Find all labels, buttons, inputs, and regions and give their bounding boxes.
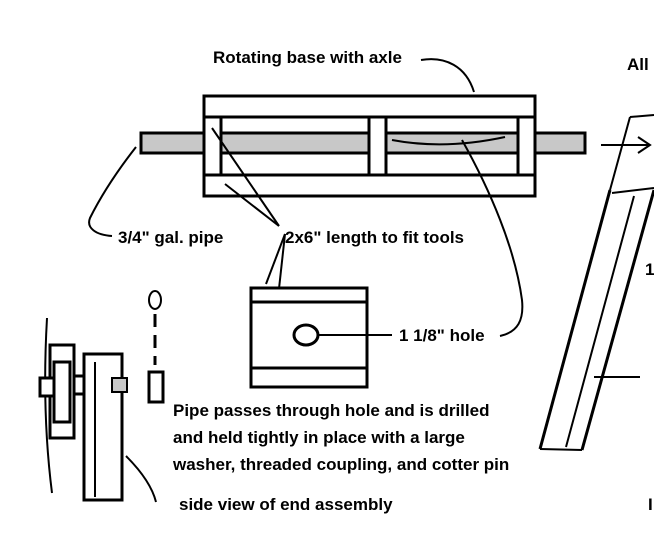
axle-assembly [139,94,587,198]
rotating-base-label: Rotating base with axle [213,48,402,67]
base-right-block [516,115,537,177]
side-view-caption: side view of end assembly [179,495,393,514]
hole-label: 1 1/8" hole [399,326,485,345]
pipe-curve-mark [391,136,506,146]
leader-long [461,139,524,337]
base-middle-block [367,115,388,177]
end-assembly-side-view [38,317,157,503]
pipe-label: 3/4" gal. pipe [118,228,224,247]
right-partial-assembly [538,114,654,451]
hole-circle [292,323,320,347]
leader-pipe [88,146,137,237]
note-line: Pipe passes through hole and is drilled [173,401,490,420]
base-top-board [202,94,537,119]
right-edge-label-1: 1 [645,260,654,279]
leader-rotating-base [420,58,475,93]
right-edge-label-2: I [648,495,653,514]
base-left-block [202,115,223,177]
cotter-pin-icon [147,290,165,404]
assembly-note: Pipe passes through hole and is drilled … [173,397,509,478]
right-edge-heading: All [627,55,649,74]
board-label: 2x6" length to fit tools [285,228,465,247]
axle-pipe [139,131,587,155]
note-line: and held tightly in place with a large [173,428,465,447]
note-line: washer, threaded coupling, and cotter pi… [173,455,510,474]
